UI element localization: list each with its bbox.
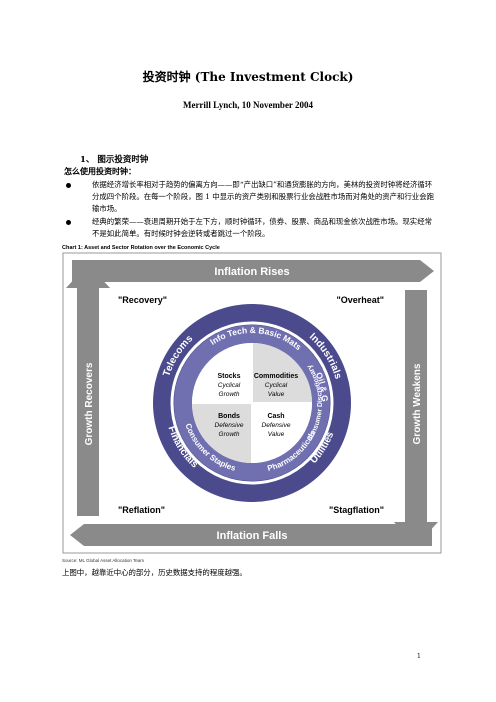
quadrant-top-left	[192, 343, 252, 403]
asset-cash-style2: Value	[268, 431, 285, 438]
bullet-dot-icon	[66, 220, 71, 225]
asset-cash: Cash	[267, 413, 284, 420]
quadrant-bottom-right	[252, 403, 312, 463]
arrow-bottom-label: Inflation Falls	[217, 530, 288, 542]
asset-bonds: Bonds	[218, 413, 240, 420]
section-heading: 1、 图示投资时钟	[80, 155, 149, 165]
investment-clock-chart: Inflation Rises Inflation Falls Growth R…	[60, 244, 442, 554]
arrow-right	[394, 290, 438, 546]
page-title: 投资时钟 (The Investment Clock)	[142, 70, 354, 84]
arrow-left	[66, 264, 110, 516]
arrow-bottom	[70, 524, 432, 546]
asset-stocks-style1: Cyclical	[218, 382, 241, 389]
quadrant-bottom-left	[192, 403, 252, 463]
asset-bonds-style1: Defensive	[215, 422, 244, 429]
arrow-right-label: Growth Weakens	[412, 363, 423, 444]
phase-stagflation: "Stagflation"	[329, 505, 384, 515]
asset-stocks: Stocks	[218, 373, 241, 380]
chart-note: 上图中，越靠近中心的部分，历史数据支持的程度越强。	[62, 568, 247, 577]
bullet-item: 经典的繁荣——衰退周期开始于左下方，顺时钟循环，债券、股票、商品和现金依次战胜市…	[64, 216, 436, 240]
asset-bonds-style2: Growth	[219, 431, 240, 438]
bullet-dot-icon	[66, 183, 71, 188]
arrow-top-label: Inflation Rises	[214, 266, 289, 278]
asset-stocks-style2: Growth	[219, 391, 240, 398]
chart-caption: Chart 1: Asset and Sector Rotation over …	[62, 245, 220, 251]
page-subtitle: Merrill Lynch, 10 November 2004	[182, 100, 314, 110]
chart-source: Source: ML Global Asset Allocation Team	[62, 558, 145, 563]
page-number: 1	[417, 653, 421, 660]
bullet-item: 依据经济增长率相对于趋势的偏离方向——即“产出缺口”和通货膨胀的方向，美林的投资…	[64, 179, 436, 215]
phase-overheat: "Overheat"	[336, 295, 384, 305]
bullet-text: 经典的繁荣——衰退周期开始于左下方，顺时钟循环，债券、股票、商品和现金依次战胜市…	[92, 217, 432, 238]
bullet-text: 依据经济增长率相对于趋势的偏离方向——即“产出缺口”和通货膨胀的方向，美林的投资…	[92, 180, 434, 213]
quadrant-top-right	[252, 343, 312, 403]
sub-heading: 怎么使用投资时钟：	[64, 166, 136, 176]
asset-commodities: Commodities	[254, 373, 298, 380]
arrow-left-label: Growth Recovers	[84, 362, 95, 445]
asset-cash-style1: Defensive	[262, 422, 291, 429]
arrow-top	[72, 260, 434, 282]
asset-commodities-style2: Value	[268, 391, 285, 398]
outer-ring-divider	[170, 321, 334, 485]
asset-commodities-style1: Cyclical	[265, 382, 288, 389]
phase-recovery: "Recovery"	[118, 295, 167, 305]
phase-reflation: "Reflation"	[118, 505, 165, 515]
